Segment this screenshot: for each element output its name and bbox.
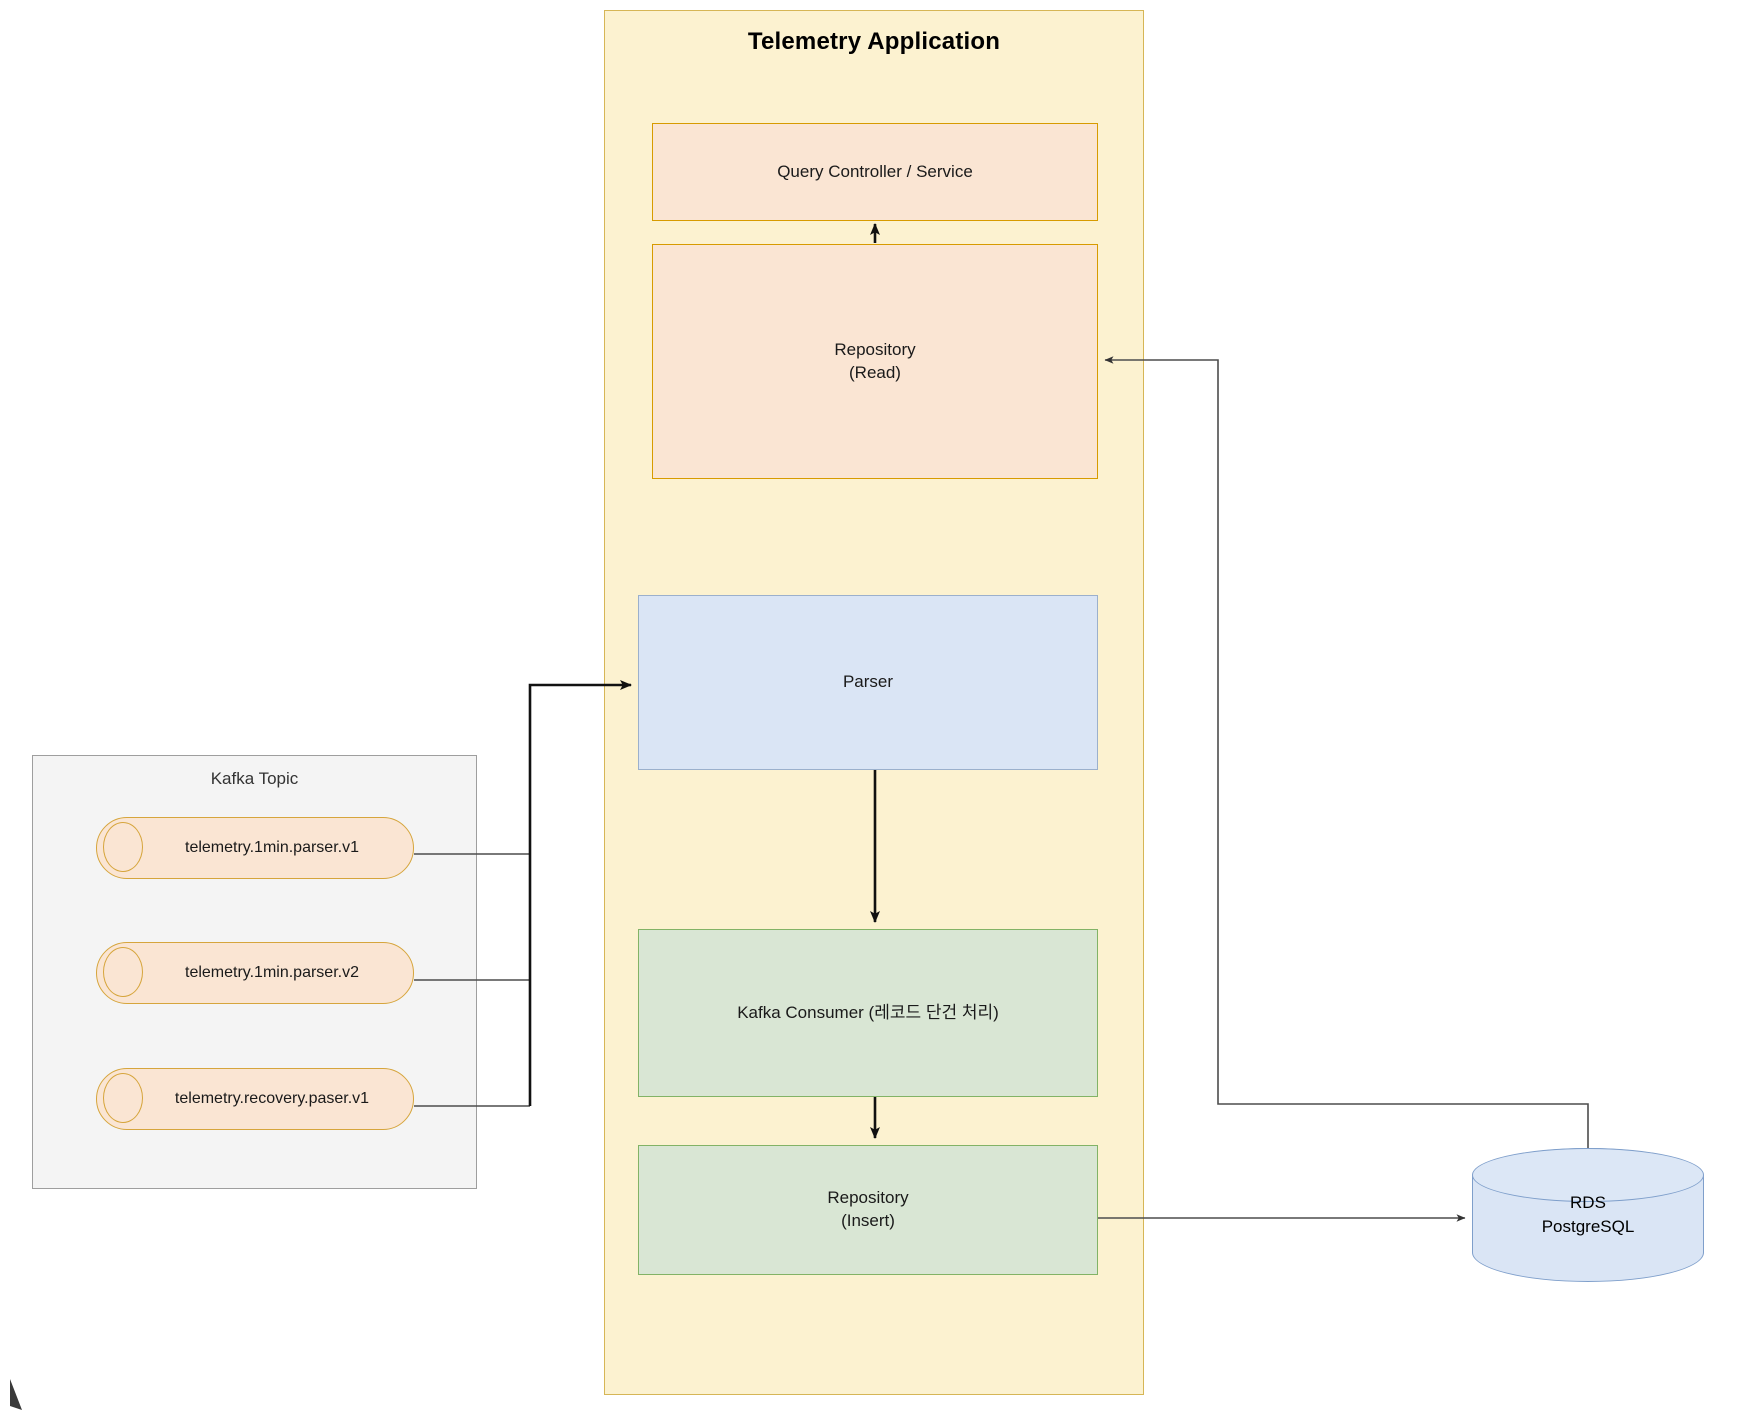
repository-insert-box[interactable]: Repository (Insert) [638,1145,1098,1275]
kafka-topic-group-label: Kafka Topic [210,768,299,788]
rds-label: RDS PostgreSQL [1541,1193,1635,1236]
query-controller-service-box[interactable]: Query Controller / Service [652,123,1098,221]
repository-read-box[interactable]: Repository (Read) [652,244,1098,479]
parser-box[interactable]: Parser [638,595,1098,770]
kafka-topic-label: telemetry.recovery.paser.v1 [174,1090,370,1108]
kafka-topic-label: telemetry.1min.parser.v2 [185,964,359,982]
repository-read-label: Repository (Read) [834,339,916,382]
repository-insert-label: Repository (Insert) [827,1188,909,1230]
corner-mark [10,1379,22,1410]
kafka-consumer-label: Kafka Consumer (레코드 단건 처리) [737,1002,999,1022]
telemetry-application-title: Telemetry Application [747,27,1001,55]
kafka-topic-cylinder[interactable]: telemetry.1min.parser.v2 [96,942,414,1004]
kafka-topic-label: telemetry.1min.parser.v1 [185,839,359,857]
parser-label: Parser [842,672,894,692]
kafka-consumer-box[interactable]: Kafka Consumer (레코드 단건 처리) [638,929,1098,1097]
edge-rds-to-read [1104,356,1589,1148]
query-controller-label: Query Controller / Service [777,161,973,181]
kafka-topic-cylinder[interactable]: telemetry.1min.parser.v1 [96,817,414,879]
kafka-topic-cylinder[interactable]: telemetry.recovery.paser.v1 [96,1068,414,1130]
